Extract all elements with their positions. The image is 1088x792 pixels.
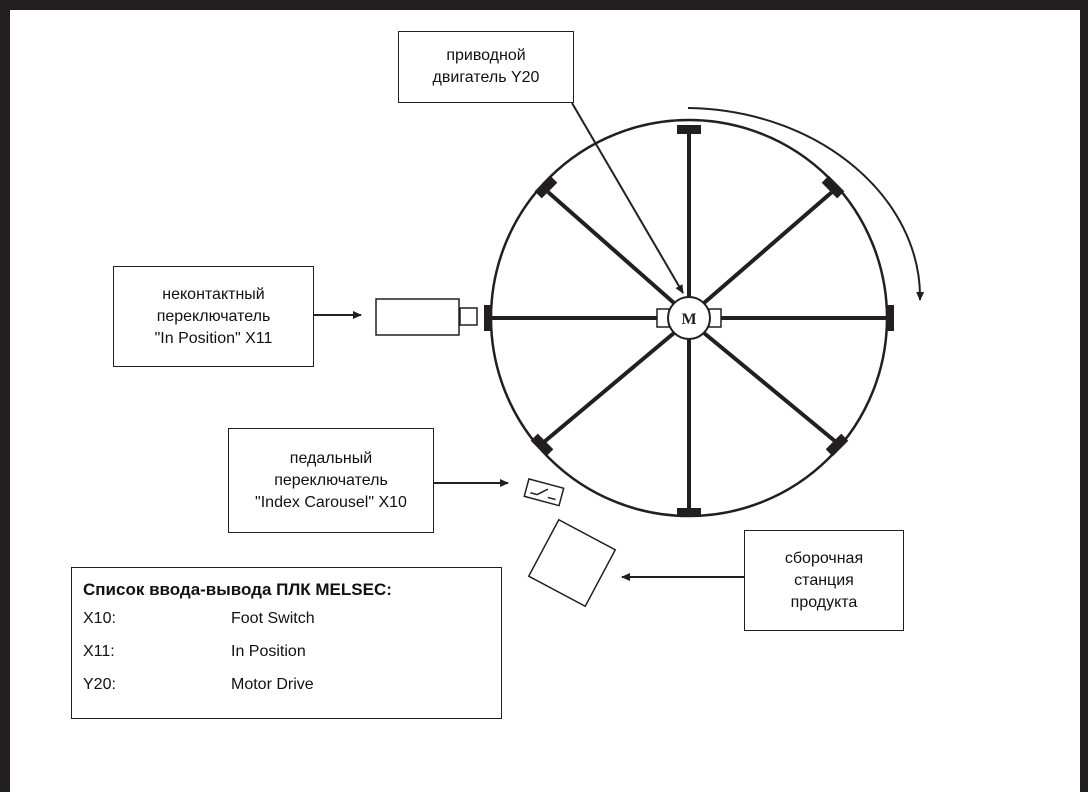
- spoke-top-right: [702, 190, 834, 305]
- arrow-motor: [571, 102, 684, 294]
- rotation-arrow: [687, 107, 925, 301]
- io-address: Y20:: [83, 676, 116, 693]
- io-description: Motor Drive: [231, 676, 314, 693]
- spoke-top-left: [546, 190, 676, 305]
- foot-switch-icon: [523, 477, 565, 507]
- io-list-title: Список ввода-вывода ПЛК MELSEC:: [83, 580, 392, 599]
- motor-label: приводной двигатель Y20: [398, 31, 574, 103]
- holder-bottom-right: [825, 433, 849, 457]
- motor-symbol: [667, 296, 711, 340]
- holder-top-left: [534, 175, 558, 199]
- holder-bottom: [677, 508, 701, 517]
- holder-right: [886, 305, 894, 331]
- io-description: Foot Switch: [231, 610, 315, 627]
- motor-symbol-label: M: [681, 311, 696, 328]
- holder-top: [677, 125, 701, 134]
- io-address: X11:: [83, 643, 115, 660]
- foot-switch-label: педальный переключатель "Index Carousel"…: [228, 428, 434, 533]
- proximity-sensor-icon: [375, 298, 478, 336]
- holder-left: [484, 305, 492, 331]
- io-description: In Position: [231, 643, 306, 660]
- carousel-spokes: [492, 130, 887, 508]
- proximity-switch-label: неконтактный переключатель "In Position"…: [113, 266, 314, 367]
- io-address: X10:: [83, 610, 116, 627]
- leader-arrows: [314, 102, 744, 581]
- spoke-bottom-right: [702, 331, 838, 444]
- spoke-bottom-left: [542, 331, 676, 444]
- io-list-table: Список ввода-вывода ПЛК MELSEC: X10: Foo…: [71, 567, 502, 719]
- assembly-station-icon: [527, 518, 617, 608]
- part-holders: [484, 125, 894, 517]
- assembly-station-label: сборочная станция продукта: [744, 530, 904, 631]
- holder-bottom-left: [530, 433, 554, 457]
- holder-top-right: [821, 175, 845, 199]
